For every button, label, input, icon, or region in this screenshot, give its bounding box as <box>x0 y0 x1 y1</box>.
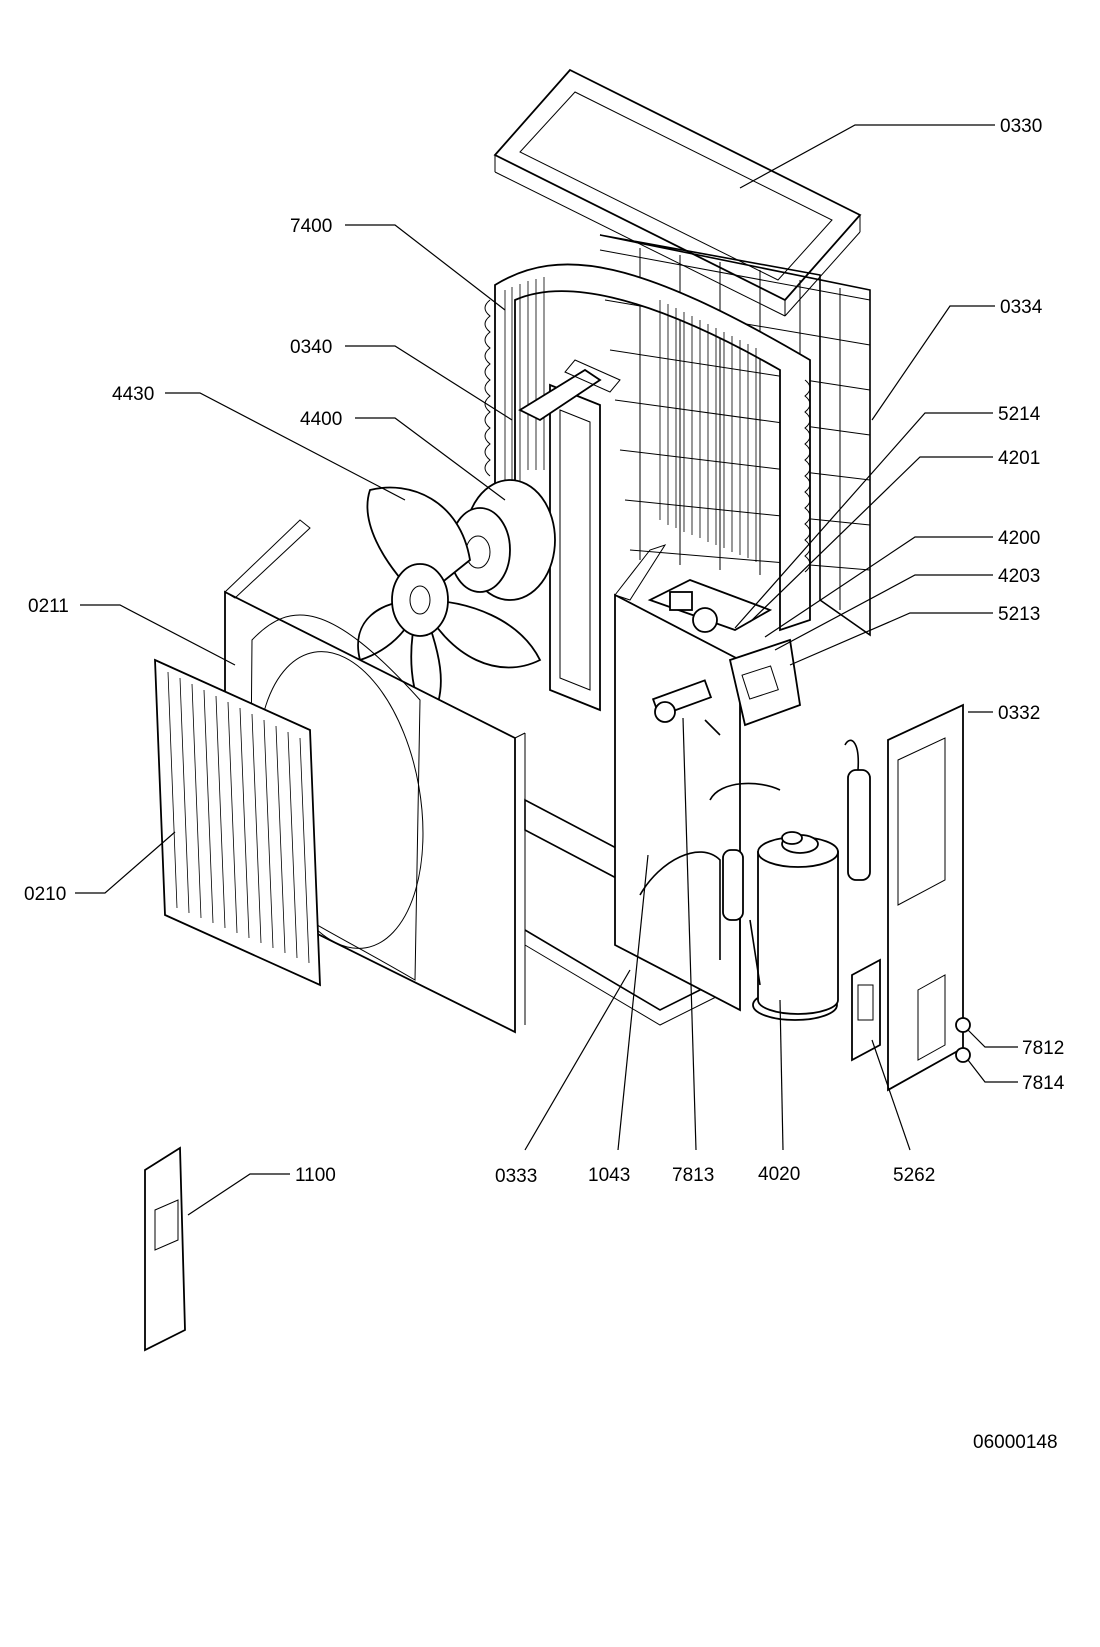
callout-0330: 0330 <box>1000 116 1042 137</box>
side-panel-part <box>887 703 964 1092</box>
callout-5213: 5213 <box>998 604 1040 625</box>
callout-0334: 0334 <box>1000 297 1043 318</box>
callout-0340: 0340 <box>290 337 332 358</box>
heat-exchanger-part <box>484 263 811 632</box>
callout-1100: 1100 <box>295 1165 336 1186</box>
callout-7812: 7812 <box>1022 1038 1064 1059</box>
compressor-part <box>752 831 839 1021</box>
top-cover-part <box>493 68 862 317</box>
callout-0210: 0210 <box>24 884 66 905</box>
piping-part <box>639 739 871 986</box>
callout-0333: 0333 <box>495 1166 537 1187</box>
callout-labels: 0330 7400 0334 0340 4430 4400 5214 4201 … <box>24 116 1065 1453</box>
callout-5214: 5214 <box>998 404 1041 425</box>
callout-4020: 4020 <box>758 1164 800 1185</box>
callout-0332: 0332 <box>998 703 1040 724</box>
motor-bracket-part <box>518 359 621 712</box>
callout-4400: 4400 <box>300 409 342 430</box>
fan-blade-part <box>357 486 542 722</box>
remote-controller-part <box>144 1146 186 1352</box>
valve-part <box>651 679 721 736</box>
callout-7400: 7400 <box>290 216 332 237</box>
front-grille-part <box>154 658 321 987</box>
control-assembly-part <box>647 579 802 727</box>
leader-lines <box>75 124 1018 1216</box>
callout-5262: 5262 <box>893 1165 935 1186</box>
fan-motor-part <box>449 479 556 601</box>
callout-7813: 7813 <box>672 1165 714 1186</box>
callout-1043: 1043 <box>588 1165 630 1186</box>
drawing-number: 06000148 <box>973 1432 1058 1453</box>
callout-4200: 4200 <box>998 528 1040 549</box>
terminal-bracket-part <box>851 958 881 1062</box>
callout-4430: 4430 <box>112 384 154 405</box>
callout-4203: 4203 <box>998 566 1040 587</box>
callout-0211: 0211 <box>28 596 69 617</box>
callout-7814: 7814 <box>1022 1073 1065 1094</box>
callout-4201: 4201 <box>998 448 1040 469</box>
service-valves-part <box>955 1017 971 1063</box>
